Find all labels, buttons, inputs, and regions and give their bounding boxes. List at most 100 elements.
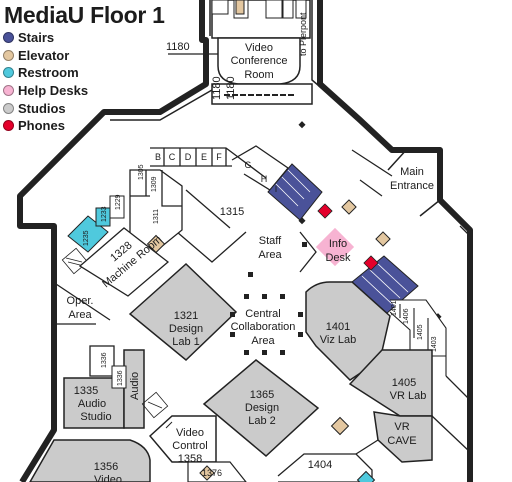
- label-staff-1: Staff: [259, 235, 282, 247]
- design-lab-2[interactable]: [202, 359, 320, 457]
- hatched-top-1: [282, 0, 294, 19]
- video-studio-1356[interactable]: [29, 439, 151, 482]
- label-1336: 1336: [101, 352, 108, 368]
- studio-icon: [3, 102, 14, 114]
- label-dl1-3: Lab 1: [172, 336, 200, 348]
- elevator-info[interactable]: [375, 231, 391, 247]
- restroom-bottom[interactable]: [356, 470, 376, 482]
- label-1376: 1376: [202, 468, 222, 478]
- legend-item-studios: Studios: [3, 99, 88, 117]
- label-dl2-2: Design: [245, 402, 279, 414]
- letter-f: F: [216, 152, 222, 162]
- lettered-rooms: [150, 147, 267, 179]
- label-1311: 1311: [153, 209, 160, 224]
- label-staff-2: Area: [258, 249, 282, 261]
- elevator-icon: [3, 49, 14, 61]
- info-desk[interactable]: [315, 227, 355, 267]
- elevator-bottom[interactable]: [199, 465, 215, 481]
- vr-lab[interactable]: [348, 349, 433, 417]
- hatched-top-2: [295, 0, 307, 19]
- legend-item-elevator: Elevator: [3, 47, 88, 65]
- legend-item-help-desks: Help Desks: [3, 82, 88, 100]
- label-1403: 1403: [431, 336, 438, 352]
- label-1233: 1233: [101, 206, 108, 222]
- stairs-small-left[interactable]: [61, 247, 89, 275]
- phone-icon: [3, 120, 14, 132]
- building-inner-outline: [110, 0, 353, 121]
- building-outline: [17, 0, 473, 482]
- label-video-conf-2: Conference: [231, 55, 288, 67]
- label-1180-b: 1180: [225, 76, 237, 100]
- label-viz-1: 1401: [326, 321, 350, 333]
- stairs-small-audio[interactable]: [141, 391, 169, 419]
- design-lab-1[interactable]: [128, 262, 238, 362]
- room-small-top-left[interactable]: [211, 0, 229, 15]
- label-audio-3: Studio: [80, 411, 111, 423]
- room-1336-top[interactable]: [89, 345, 115, 377]
- label-audio-1: 1335: [74, 385, 98, 397]
- room-small-top-right[interactable]: [265, 0, 283, 19]
- letter-b: B: [155, 152, 161, 162]
- restroom-icon: [3, 67, 14, 79]
- letter-d: D: [185, 152, 192, 162]
- label-main-entrance-2: Entrance: [390, 180, 434, 192]
- legend-label-studios: Studios: [18, 100, 66, 116]
- label-vc-3: 1358: [178, 453, 202, 465]
- main-entrance[interactable]: [387, 147, 441, 217]
- legend-label-elevator: Elevator: [18, 47, 70, 63]
- letter-i: I: [275, 184, 278, 194]
- room-1376[interactable]: [187, 461, 247, 482]
- room-1229[interactable]: [109, 195, 125, 219]
- audio-vertical[interactable]: [123, 349, 145, 429]
- elevator-top[interactable]: [235, 0, 245, 15]
- room-1404[interactable]: [277, 453, 373, 482]
- label-info-2: Desk: [325, 252, 351, 264]
- elevator-machine[interactable]: [146, 234, 166, 254]
- label-to-pierpont: to Pierpont: [298, 12, 308, 56]
- video-control-inner: [165, 421, 173, 429]
- label-1405-small: 1405: [417, 324, 424, 340]
- label-dl2-1: 1365: [250, 389, 274, 401]
- label-audio-2: Audio: [78, 398, 106, 410]
- label-1356-2: Video: [94, 474, 122, 482]
- entrance-walls: [351, 149, 393, 197]
- stairs-staff[interactable]: [267, 163, 323, 221]
- legend-label-help-desks: Help Desks: [18, 83, 89, 99]
- oper-area: [55, 283, 111, 325]
- label-central-1: Central: [245, 308, 280, 320]
- legend-item-restroom: Restroom: [3, 64, 88, 82]
- label-vc-2: Control: [172, 440, 207, 452]
- phone-staff[interactable]: [317, 203, 333, 219]
- letter-c: C: [169, 152, 176, 162]
- elevator-1404[interactable]: [330, 416, 350, 436]
- label-info-1: Info: [329, 238, 347, 250]
- label-main-entrance-1: Main: [400, 166, 424, 178]
- letter-e: E: [201, 152, 207, 162]
- label-1180-a: 1180: [211, 76, 223, 100]
- label-dl1-1: 1321: [174, 310, 198, 322]
- machine-room[interactable]: [78, 227, 170, 297]
- label-vr-1: 1405: [392, 377, 416, 389]
- phone-right[interactable]: [363, 255, 379, 271]
- label-dl1-2: Design: [169, 323, 203, 335]
- label-oper-2: Area: [68, 309, 92, 321]
- legend-label-restroom: Restroom: [18, 65, 79, 81]
- elevator-entrance[interactable]: [341, 199, 357, 215]
- stairs-lines-staff: [275, 169, 311, 207]
- legend-label-phones: Phones: [18, 118, 65, 134]
- label-central-2: Collaboration: [231, 321, 296, 333]
- label-dl2-3: Lab 2: [248, 415, 276, 427]
- label-audio-vert: Audio: [129, 372, 141, 400]
- room-1336-side[interactable]: [111, 365, 127, 389]
- door-slots: [224, 94, 294, 96]
- label-cave-2: CAVE: [387, 435, 416, 447]
- viz-lab[interactable]: [305, 281, 391, 381]
- label-cave-1: VR: [394, 421, 409, 433]
- label-oper-1: Oper.: [67, 295, 94, 307]
- label-vr-2: VR Lab: [390, 390, 427, 402]
- label-1235: 1235: [83, 230, 90, 246]
- map-title: MediaU Floor 1: [4, 2, 165, 28]
- label-1309: 1309: [151, 176, 158, 192]
- right-corridor-walls: [355, 225, 471, 455]
